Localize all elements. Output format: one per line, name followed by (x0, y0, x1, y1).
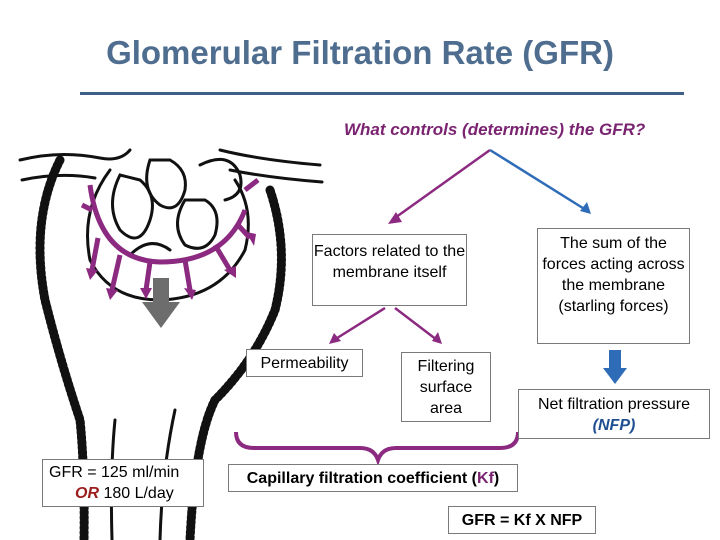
question-branch-arrows (391, 148, 491, 222)
membrane-factors-box: Factors related to the membrane itself (312, 234, 467, 306)
page-title: Glomerular Filtration Rate (GFR) (106, 34, 614, 71)
kf-letter: Kf (477, 470, 494, 487)
kf-box: Capillary filtration coefficient (Kf) (228, 464, 518, 492)
gfr-value-line2: OR 180 L/day (49, 483, 203, 504)
kf-suffix: ) (493, 470, 500, 487)
nfp-box: Net filtration pressure (NFP) (518, 389, 710, 439)
gfr-value-daily: 180 L/day (99, 485, 174, 502)
kf-prefix: Capillary filtration coefficient ( (246, 470, 478, 487)
gray-flow-arrow (142, 278, 180, 328)
nfp-label: Net filtration pressure (537, 396, 691, 413)
surface-area-box: Filtering surface area (401, 352, 491, 422)
nfp-abbr: (NFP) (592, 417, 636, 434)
permeability-box: Permeability (246, 349, 363, 377)
gfr-value-line1: GFR = 125 ml/min (49, 464, 180, 481)
blue-down-arrow (603, 350, 627, 384)
curly-brace (234, 431, 520, 467)
gfr-equation-box: GFR = Kf X NFP (448, 506, 596, 534)
arrowhead-right (580, 202, 591, 214)
or-word: OR (75, 485, 99, 502)
title-underline (80, 92, 684, 95)
question-heading: What controls (determines) the GFR? (344, 120, 646, 139)
gfr-value-box: GFR = 125 ml/min OR 180 L/day (42, 459, 204, 507)
arrowhead-left (388, 212, 402, 224)
filtration-arrowheads (86, 232, 256, 300)
filtration-arrows (80, 178, 260, 291)
starling-forces-box: The sum of the forces acting across the … (537, 228, 690, 344)
